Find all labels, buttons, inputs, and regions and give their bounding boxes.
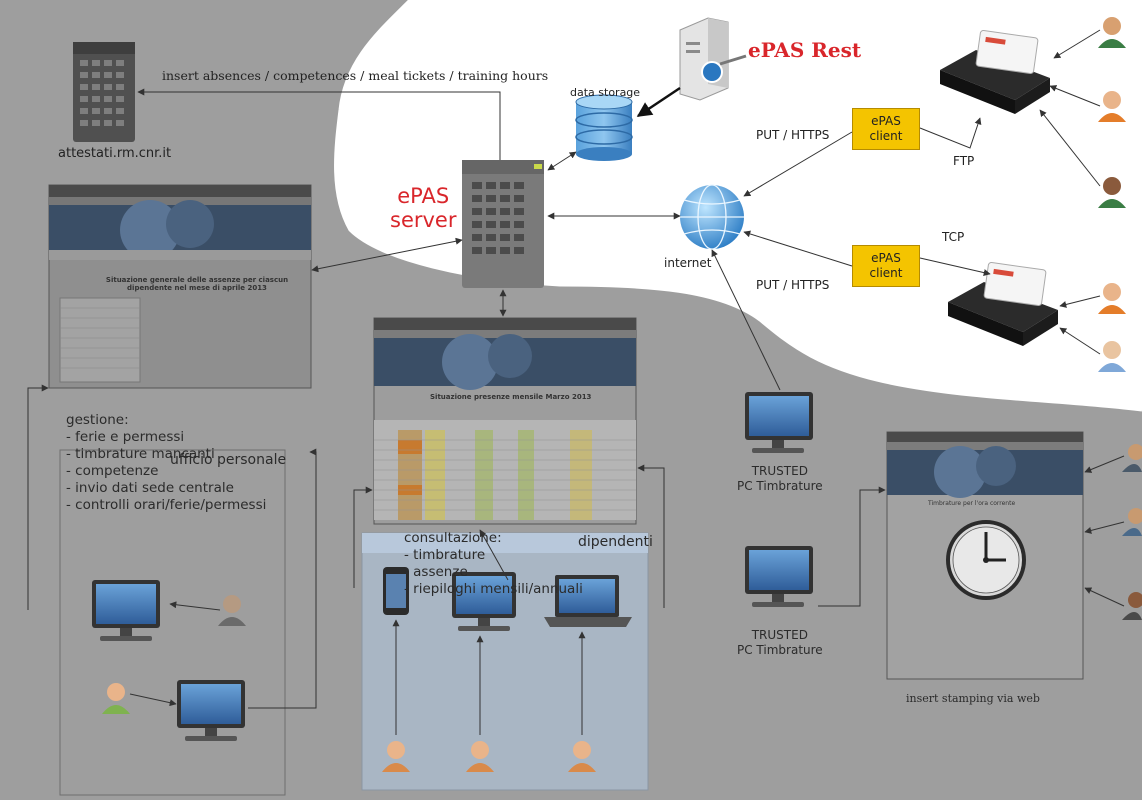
monitor-ufficio-bottom-icon	[177, 680, 245, 741]
epas-client-top: ePAS client	[852, 108, 920, 150]
rest-server-icon	[679, 17, 747, 101]
monitor-trusted-top-icon	[745, 392, 813, 453]
person-icon-top-3	[1098, 177, 1126, 208]
dipendenti-header	[362, 533, 648, 553]
person-icon-ufficio-2	[102, 683, 130, 714]
gestione-item: - ferie e permessi	[66, 429, 185, 445]
consultazione-item: - assenze	[404, 564, 468, 580]
insert-stamping-label: insert stamping via web	[906, 692, 1040, 705]
put-https-top-label: PUT / HTTPS	[756, 128, 830, 142]
consultazione-screenshot	[373, 317, 637, 525]
epas-server-label: ePAS server	[390, 184, 456, 232]
internet-globe-icon	[680, 184, 744, 250]
person-icon-mid-2	[1098, 341, 1126, 372]
gestione-list: gestione: - ferie e permessi - timbratur…	[66, 412, 266, 514]
trusted-bottom-line2: PC Timbrature	[737, 643, 823, 657]
attestati-label: attestati.rm.cnr.it	[58, 146, 172, 161]
gestione-item: - timbrature mancanti	[66, 446, 215, 462]
epas-client-top-line1: ePAS	[871, 114, 901, 128]
stamping-screenshot	[886, 431, 1084, 680]
tcp-label: TCP	[942, 230, 965, 244]
person-icon-top-1	[1098, 17, 1126, 48]
epas-server-line1: ePAS	[397, 184, 450, 208]
gestione-title: gestione:	[66, 412, 129, 428]
card-reader-top-icon	[940, 30, 1050, 114]
epas-rest-label: ePAS Rest	[748, 38, 862, 62]
gestione-item: - invio dati sede centrale	[66, 480, 234, 496]
gestione-item: - controlli orari/ferie/permessi	[66, 497, 267, 513]
person-icon-right-3	[1122, 592, 1142, 620]
consultazione-item: - timbrature	[404, 547, 486, 563]
dipendenti-label: dipendenti	[578, 534, 653, 550]
epas-server-line2: server	[390, 208, 457, 232]
trusted-bottom-line1: TRUSTED	[751, 628, 808, 642]
ufficio-personale-label: ufficio personale	[170, 452, 287, 468]
monitor-trusted-bottom-icon	[745, 546, 813, 607]
insert-data-label: insert absences / competences / meal tic…	[162, 68, 549, 83]
epas-client-bottom-line1: ePAS	[871, 251, 901, 265]
consultazione-item: - riepiloghi mensili/annuali	[404, 581, 583, 597]
database-icon	[575, 94, 633, 161]
person-icon-top-2	[1098, 91, 1126, 122]
gestione-screen-title: Situazione generale delle assenze per ci…	[105, 276, 289, 292]
card-reader-bottom-icon	[948, 262, 1058, 346]
epas-client-top-line2: client	[869, 129, 903, 143]
consultazione-list: consultazione: - timbrature - assenze - …	[404, 530, 583, 598]
person-icon-ufficio-1	[218, 595, 246, 626]
put-https-bottom-label: PUT / HTTPS	[756, 278, 830, 292]
ftp-label: FTP	[953, 154, 975, 168]
gestione-item: - competenze	[66, 463, 159, 479]
data-storage-label: data storage	[570, 86, 641, 99]
consultazione-screen-title: Situazione presenze mensile Marzo 2013	[430, 393, 592, 401]
gestione-screenshot	[48, 184, 312, 389]
monitor-ufficio-top-icon	[92, 580, 160, 641]
internet-label: internet	[664, 256, 712, 270]
trusted-top-line1: TRUSTED	[751, 464, 808, 478]
torn-edge	[334, 0, 1142, 412]
person-icon-dip-2	[466, 741, 494, 772]
person-icon-dip-3	[568, 741, 596, 772]
epas-client-bottom: ePAS client	[852, 245, 920, 287]
person-icon-dip-1	[382, 741, 410, 772]
epas-server-icon	[462, 160, 544, 288]
trusted-pc-bottom-label: TRUSTED PC Timbrature	[737, 628, 823, 658]
monitor-dipendenti-icon	[452, 572, 516, 631]
trusted-top-line2: PC Timbrature	[737, 479, 823, 493]
trusted-pc-top-label: TRUSTED PC Timbrature	[737, 464, 823, 494]
person-icon-right-2	[1122, 508, 1142, 536]
person-icon-right-1	[1122, 444, 1142, 472]
consultazione-title: consultazione:	[404, 530, 502, 546]
attestati-server-icon	[73, 42, 135, 142]
epas-client-bottom-line2: client	[869, 266, 903, 280]
person-icon-mid-1	[1098, 283, 1126, 314]
connections	[27, 29, 1125, 735]
laptop-icon	[544, 575, 632, 627]
ufficio-personale-box	[59, 449, 286, 796]
smartphone-icon	[383, 567, 409, 615]
stamping-screen-title: Timbrature per l'ora corrente	[928, 500, 1016, 507]
clock-icon	[946, 520, 1026, 600]
